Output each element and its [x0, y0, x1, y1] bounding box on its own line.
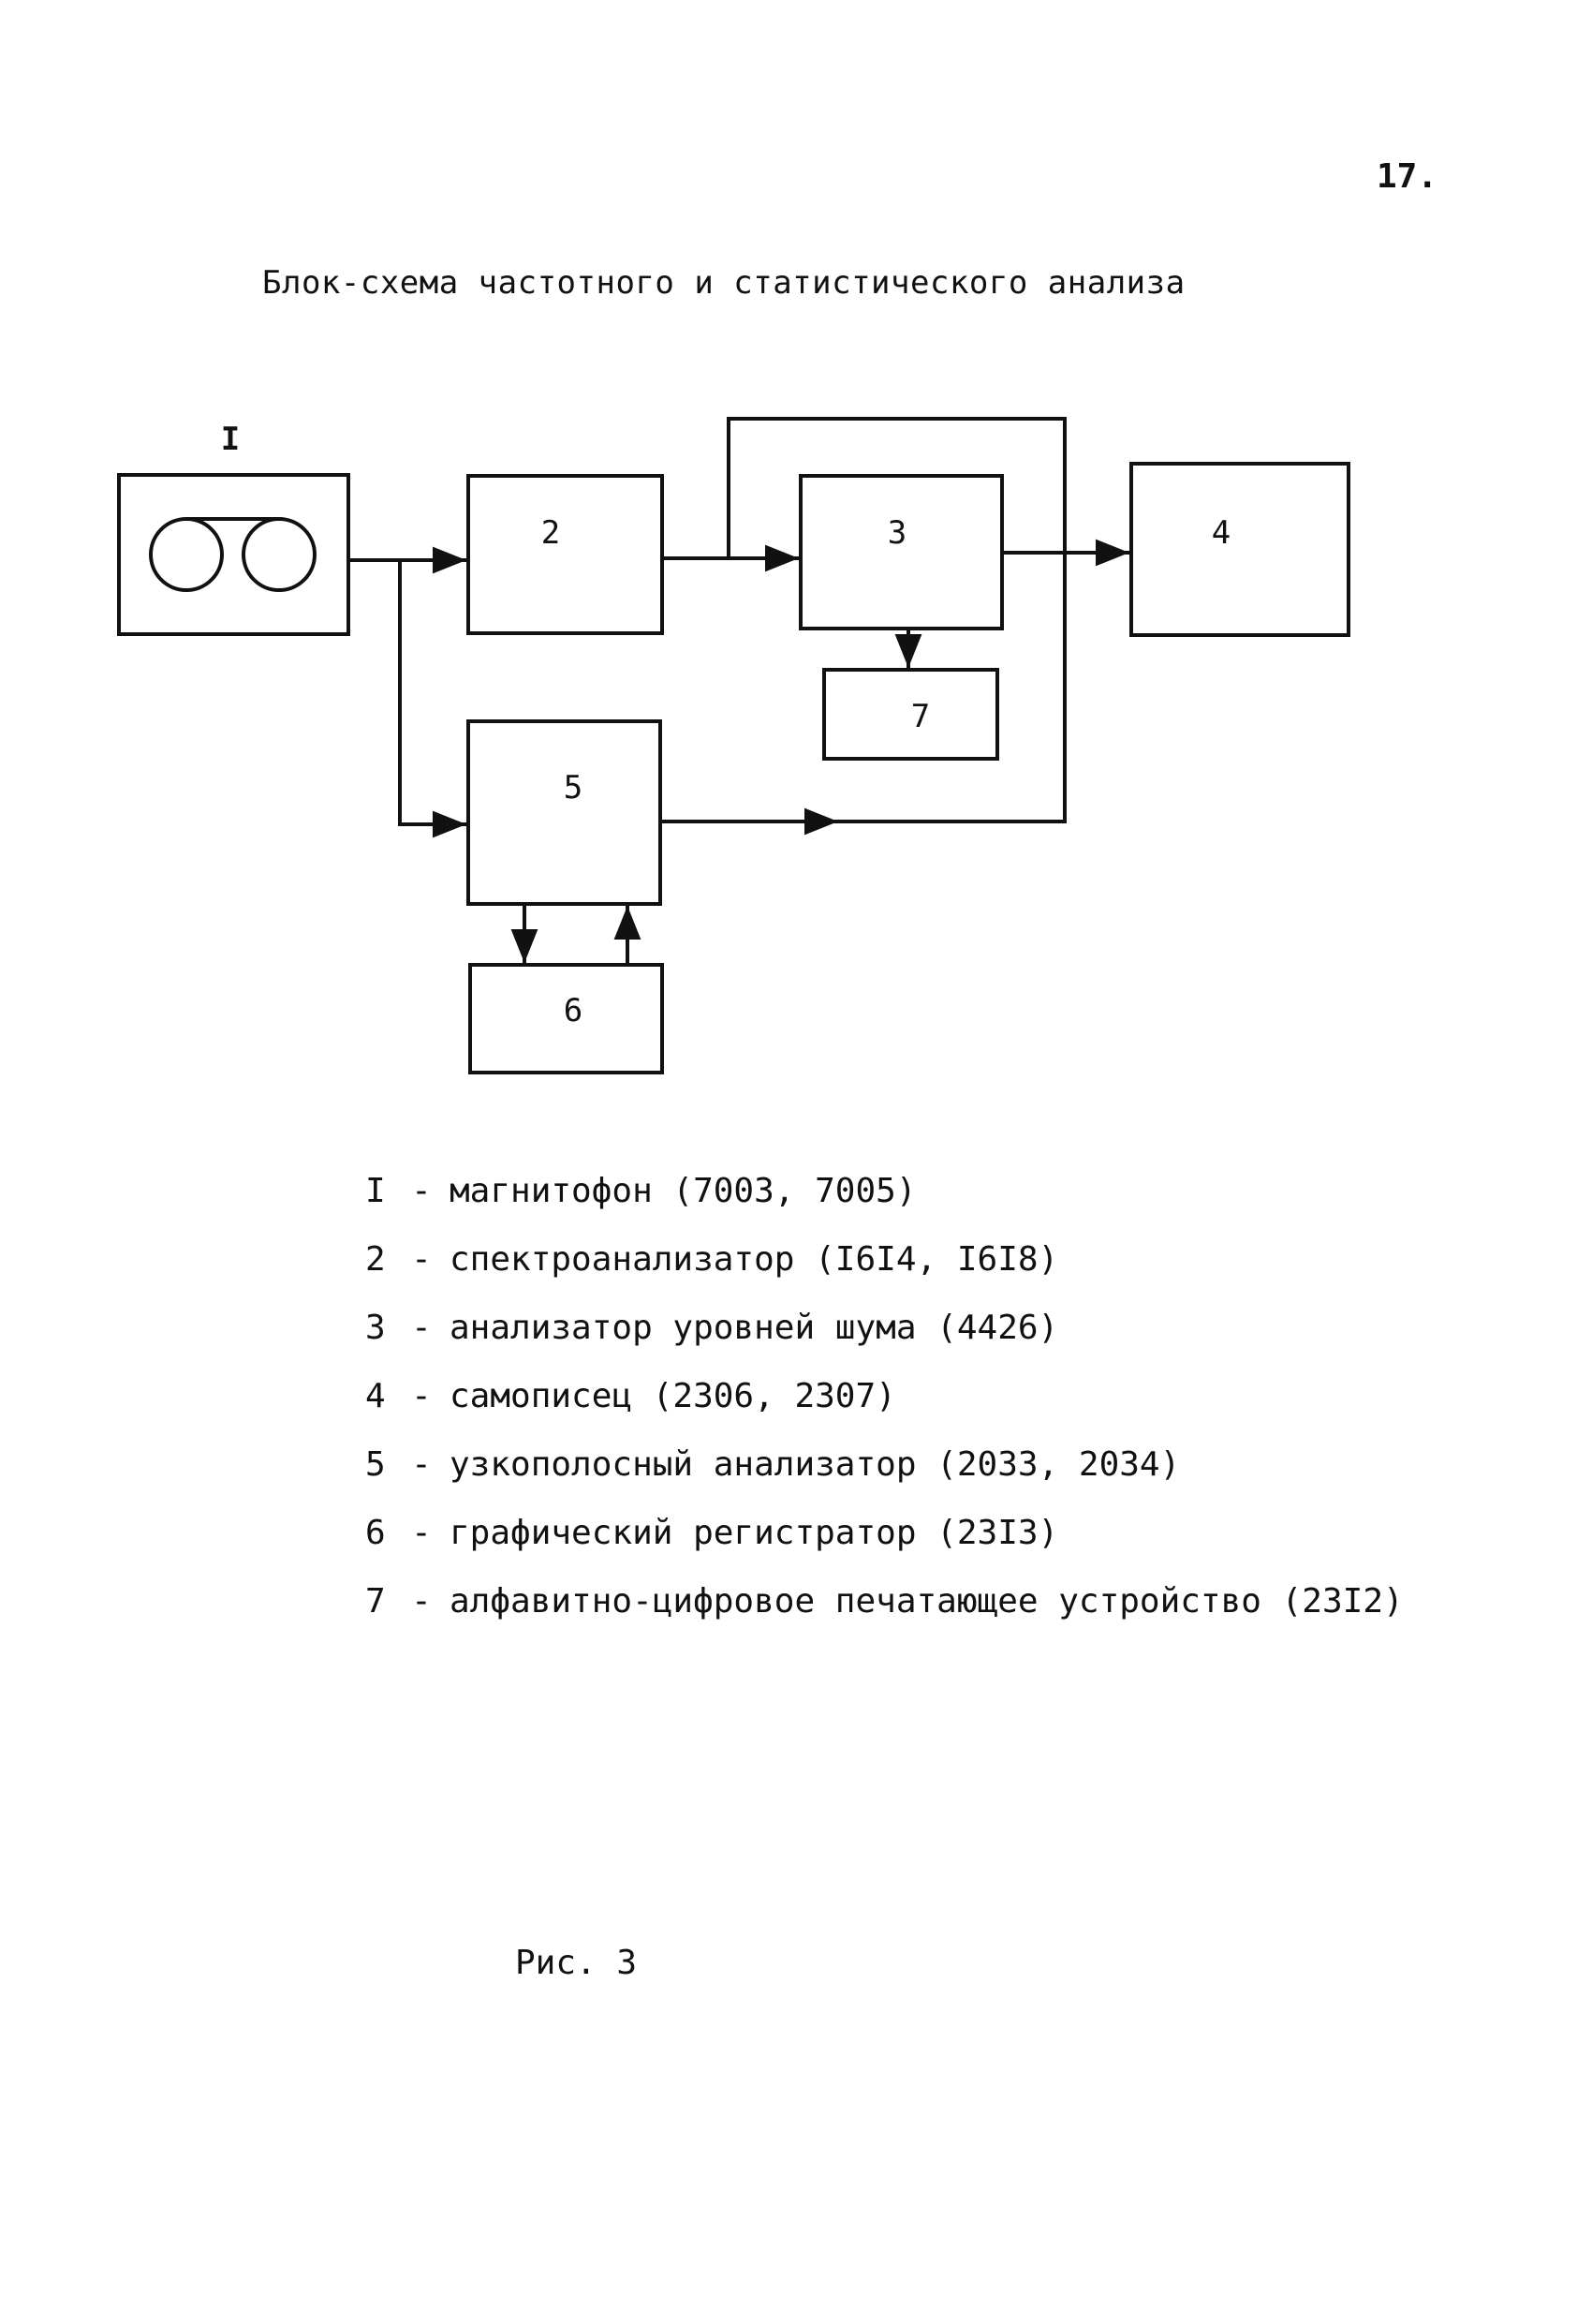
legend-item: 5-узкополосный анализатор (2033, 2034): [365, 1430, 1404, 1499]
legend-text: спектроанализатор (I6I4, I6I8): [450, 1240, 1059, 1279]
legend-item: 2-спектроанализатор (I6I4, I6I8): [365, 1225, 1404, 1294]
block-5-narrowband-analyzer: [466, 719, 662, 906]
block-2-label: 2: [541, 514, 560, 552]
connector-1-5: [398, 560, 466, 838]
reel-left-icon: [149, 517, 224, 592]
legend-number: 5: [365, 1445, 386, 1484]
page-number: 17.: [1377, 157, 1438, 196]
legend-item: I-магнитофон (7003, 7005): [365, 1157, 1404, 1225]
legend-number: 6: [365, 1514, 386, 1552]
legend-number: 4: [365, 1377, 386, 1415]
block-5-label: 5: [564, 769, 582, 807]
legend-number: I: [365, 1172, 386, 1210]
legend-item: 3-анализатор уровней шума (4426): [365, 1294, 1404, 1362]
legend-text: самописец (2306, 2307): [450, 1377, 896, 1415]
legend-number: 3: [365, 1309, 386, 1347]
legend-number: 7: [365, 1582, 386, 1621]
block-7-label: 7: [911, 698, 930, 735]
connector-2-bypass: [727, 417, 1067, 558]
page-title: Блок-схема частотного и статистического …: [262, 264, 1186, 302]
legend-item: 6-графический регистратор (23I3): [365, 1499, 1404, 1567]
legend-number: 2: [365, 1240, 386, 1279]
block-7-printer: [822, 668, 999, 761]
reel-right-icon: [242, 517, 317, 592]
block-1-tape-recorder: [117, 473, 350, 636]
block-3-label: 3: [888, 514, 907, 552]
block-6-label: 6: [564, 992, 582, 1029]
legend-text: магнитофон (7003, 7005): [450, 1172, 917, 1210]
legend-item: 4-самописец (2306, 2307): [365, 1362, 1404, 1430]
legend-item: 7-алфавитно-цифровое печатающее устройст…: [365, 1567, 1404, 1636]
block-3-noise-level-analyzer: [799, 474, 1004, 630]
block-1-label: I: [221, 421, 240, 458]
legend-text: узкополосный анализатор (2033, 2034): [450, 1445, 1181, 1484]
block-6-graphic-recorder: [468, 963, 664, 1074]
legend-text: алфавитно-цифровое печатающее устройство…: [450, 1582, 1404, 1621]
block-4-label: 4: [1212, 514, 1231, 552]
connector-5-4: [660, 553, 1067, 823]
legend-text: анализатор уровней шума (4426): [450, 1309, 1059, 1347]
legend-list: I-магнитофон (7003, 7005) 2-спектроанали…: [365, 1157, 1404, 1636]
figure-caption: Рис. 3: [515, 1944, 638, 1982]
block-4-recorder: [1129, 462, 1350, 637]
block-2-spectrum-analyzer: [466, 474, 664, 635]
legend-text: графический регистратор (23I3): [450, 1514, 1059, 1552]
